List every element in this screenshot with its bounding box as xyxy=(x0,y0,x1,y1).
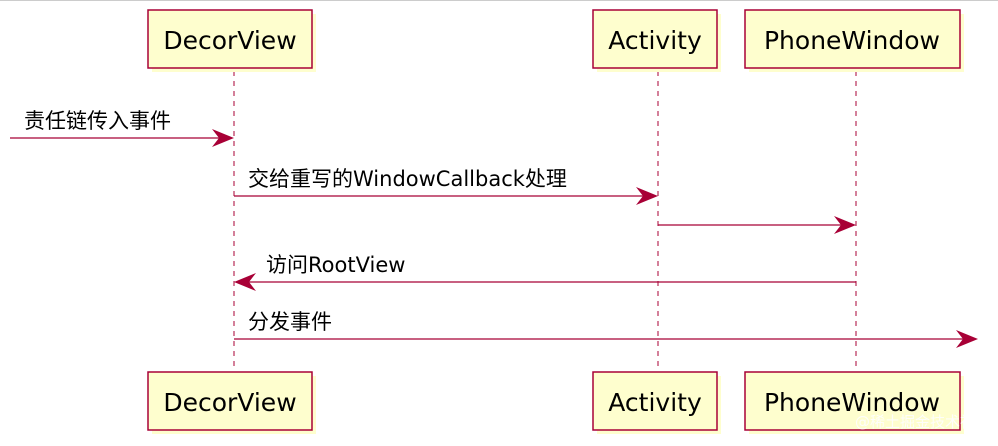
message-2: 交给重写的WindowCallback处理 xyxy=(234,167,658,205)
participant-decorview-top: DecorView xyxy=(147,9,316,72)
message-3-arrowhead xyxy=(834,216,856,234)
message-1: 责任链传入事件 xyxy=(10,109,234,147)
participant-phonewindow-top-label: PhoneWindow xyxy=(764,26,940,55)
participant-decorview-bottom-label: DecorView xyxy=(163,388,296,417)
participant-phonewindow-bottom-label: PhoneWindow xyxy=(764,388,940,417)
watermark-text: @稀土掘金技术社区 xyxy=(855,413,990,431)
message-1-label: 责任链传入事件 xyxy=(24,109,171,133)
participant-phonewindow-top: PhoneWindow xyxy=(744,9,964,72)
participant-decorview-bottom: DecorView xyxy=(147,371,316,434)
participant-activity-top-label: Activity xyxy=(608,26,702,55)
message-3 xyxy=(658,216,856,234)
participant-activity-top: Activity xyxy=(592,9,721,72)
message-4-label: 访问RootView xyxy=(266,253,405,277)
participant-phonewindow-bottom: PhoneWindow xyxy=(744,371,964,434)
participant-decorview-top-label: DecorView xyxy=(163,26,296,55)
message-5: 分发事件 xyxy=(234,310,978,348)
message-2-label: 交给重写的WindowCallback处理 xyxy=(248,167,567,191)
message-5-label: 分发事件 xyxy=(248,310,332,334)
message-4: 访问RootView xyxy=(234,253,856,291)
participant-activity-bottom: Activity xyxy=(592,371,721,434)
participant-activity-bottom-label: Activity xyxy=(608,388,702,417)
message-4-arrowhead xyxy=(234,273,256,291)
message-2-arrowhead xyxy=(636,187,658,205)
message-5-arrowhead xyxy=(956,330,978,348)
message-1-arrowhead xyxy=(212,129,234,147)
